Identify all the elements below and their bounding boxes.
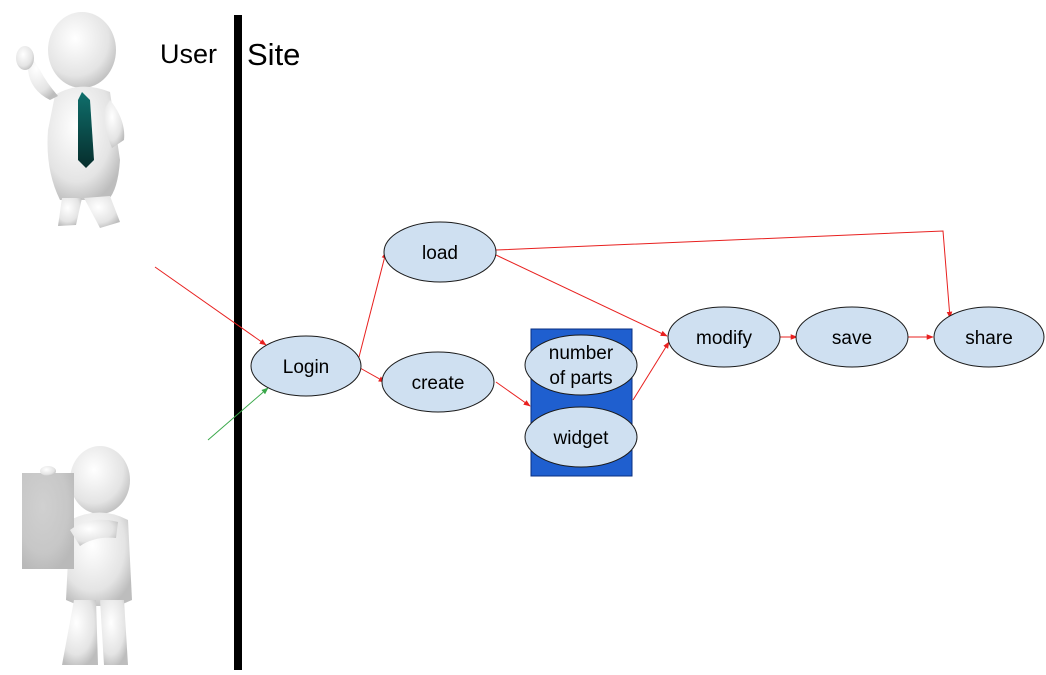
edge-login-to-load xyxy=(358,251,388,358)
site-label: Site xyxy=(247,37,300,72)
edge-guest-to-login xyxy=(207,387,269,441)
node-create[interactable]: create xyxy=(381,351,495,413)
edge-user-to-login xyxy=(154,266,267,346)
edge-login-to-create xyxy=(359,367,386,383)
node-modify[interactable]: modify xyxy=(667,306,781,368)
node-share[interactable]: share xyxy=(933,306,1045,368)
edge-load-to-modify xyxy=(495,254,668,337)
node-save[interactable]: save xyxy=(795,306,909,368)
user-site-divider xyxy=(234,15,242,670)
node-load-label: load xyxy=(422,243,458,264)
edges xyxy=(154,230,953,441)
node-widget[interactable]: widget xyxy=(524,406,638,468)
edge-load-to-share xyxy=(495,230,953,319)
user-label: User xyxy=(160,39,217,69)
edge-panel-to-modify xyxy=(632,341,670,401)
node-login-label: Login xyxy=(283,357,330,378)
node-share-label: share xyxy=(965,328,1013,349)
node-save-label: save xyxy=(832,328,872,349)
node-load[interactable]: load xyxy=(383,221,497,283)
businessman-thumbs-up-figure xyxy=(16,12,125,228)
node-login[interactable]: Login xyxy=(250,335,362,397)
node-create-label: create xyxy=(412,373,465,394)
node-number-of-parts[interactable]: number of parts xyxy=(524,334,638,396)
node-number-of-parts-line2: of parts xyxy=(549,368,612,389)
node-modify-label: modify xyxy=(696,328,752,349)
edge-create-to-widget xyxy=(495,381,531,407)
node-number-of-parts-line1: number xyxy=(549,343,614,364)
node-widget-label: widget xyxy=(553,428,610,449)
person-holding-blank-sign-figure xyxy=(22,446,132,665)
